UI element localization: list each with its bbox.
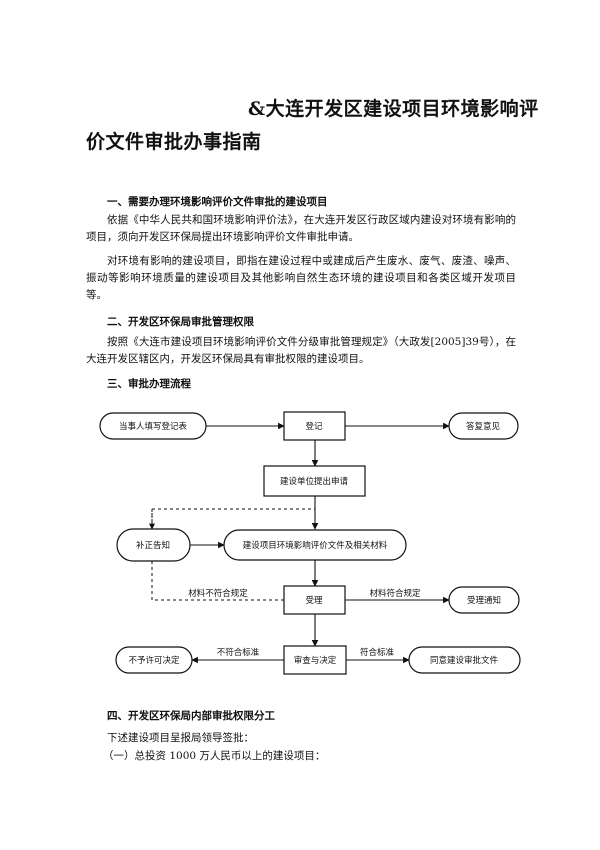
section1-paragraph2: 对环境有影响的建设项目，即指在建设过程中或建成后产生废水、废气、废渣、噪声、振动… — [86, 255, 516, 301]
node-denial-label: 不予许可决定 — [128, 655, 180, 666]
node-supplement-notice — [116, 528, 191, 562]
node-applicant-form — [99, 412, 207, 440]
section4-line1: 下述建设项目呈报局领导签批： — [107, 732, 254, 744]
document-title-line1: &大连开发区建设项目环境影响评 — [248, 98, 539, 120]
node-reply — [448, 412, 519, 440]
node-accept-notice — [448, 586, 520, 614]
node-register-label: 登记 — [305, 421, 323, 432]
node-accept-label: 受理 — [305, 595, 323, 606]
node-approval — [408, 646, 521, 674]
edge-compliant-label: 材料符合规定 — [369, 588, 421, 599]
section1-paragraph1: 依据《中华人民共和国环境影响评价法》，在大连开发区行政区域内建设对环境有影响的项… — [86, 214, 516, 243]
node-register — [283, 411, 346, 441]
section4-heading: 四、开发区环保局内部审批权限分工 — [107, 710, 275, 722]
section2-heading: 二、开发区环保局审批管理权限 — [107, 316, 254, 328]
node-accept-notice-label: 受理通知 — [467, 595, 501, 606]
node-applicant-form-label: 当事人填写登记表 — [119, 421, 188, 432]
node-accept — [283, 585, 346, 615]
node-eia-documents — [223, 529, 407, 561]
node-approval-label: 同意建设审批文件 — [430, 655, 499, 666]
node-supplement-notice-label: 补正告知 — [136, 540, 170, 551]
node-submit-request-label: 建设单位提出申请 — [280, 476, 349, 487]
document-title-line2: 价文件审批办事指南 — [86, 131, 262, 153]
section4-line2: （一）总投资 1000 万人民币以上的建设项目： — [103, 750, 326, 762]
edge-meet-label: 符合标准 — [360, 647, 395, 658]
section2-paragraph1: 按照《大连市建设项目环境影响评价文件分级审批管理规定》（大政发[2005]39号… — [86, 336, 516, 365]
node-reply-label: 答复意见 — [466, 421, 501, 432]
node-review — [283, 645, 347, 675]
node-eia-documents-label: 建设项目环境影响评价文件及相关材料 — [243, 540, 388, 551]
node-submit-request — [263, 465, 366, 497]
node-review-label: 审查与决定 — [294, 655, 337, 666]
section1-heading: 一、需要办理环境影响评价文件审批的建设项目 — [107, 196, 328, 208]
node-denial — [115, 646, 193, 674]
section3-heading: 三、审批办理流程 — [107, 378, 191, 390]
edge-not-compliant-label: 材料不符合规定 — [188, 588, 248, 599]
edge-not-meet-label: 不符合标准 — [217, 647, 260, 658]
